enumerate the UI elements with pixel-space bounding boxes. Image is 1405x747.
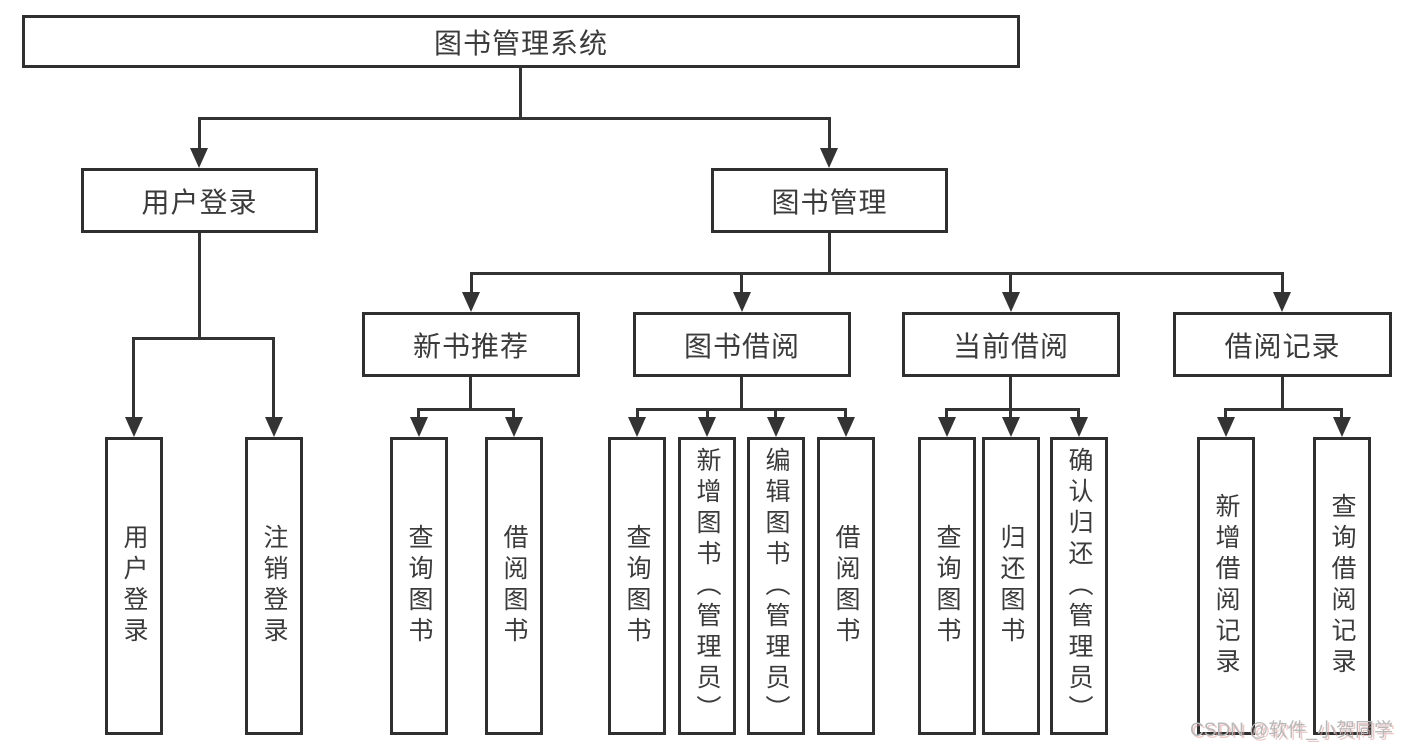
leaf-return-books-label: 归还图书 [997, 524, 1025, 648]
leaf-logout-label: 注销登录 [260, 524, 288, 648]
arrowhead-icon [410, 417, 428, 437]
connector-line [470, 272, 473, 292]
node-root: 图书管理系统 [22, 15, 1020, 68]
arrowhead-icon [462, 292, 480, 312]
leaf-user-login: 用户登录 [105, 437, 163, 735]
leaf-query-books-1: 查询图书 [390, 437, 448, 735]
node-current-borrow-label: 当前借阅 [952, 330, 1069, 362]
leaf-add-books-admin-label: 新增图书（管理员） [693, 446, 721, 726]
node-current-borrow: 当前借阅 [902, 312, 1120, 377]
leaf-borrow-books-2: 借阅图书 [817, 437, 875, 735]
arrowhead-icon [628, 417, 646, 437]
leaf-borrow-books-2-label: 借阅图书 [832, 524, 860, 648]
connector-line [828, 117, 831, 148]
connector-line [198, 233, 201, 340]
arrowhead-icon [938, 417, 956, 437]
connector-line [1009, 408, 1012, 417]
connector-line [1224, 408, 1227, 417]
leaf-query-borrow-record-label: 查询借阅记录 [1328, 493, 1356, 679]
leaf-confirm-return-admin: 确认归还（管理员） [1050, 437, 1108, 735]
node-new-book-recommend-label: 新书推荐 [412, 330, 529, 362]
leaf-add-borrow-record-label: 新增借阅记录 [1212, 493, 1240, 679]
arrowhead-icon [1333, 417, 1351, 437]
leaf-borrow-books-1-label: 借阅图书 [500, 524, 528, 648]
node-book-management-label: 图书管理 [771, 186, 888, 218]
node-user-login: 用户登录 [81, 168, 318, 233]
connector-line [636, 408, 847, 411]
arrowhead-icon [1217, 417, 1235, 437]
leaf-return-books: 归还图书 [982, 437, 1040, 735]
leaf-confirm-return-admin-label: 确认归还（管理员） [1065, 446, 1093, 726]
connector-line [774, 408, 777, 417]
arrowhead-icon [265, 417, 283, 437]
csdn-watermark: CSDN @软件_小贺同学 [1190, 720, 1393, 741]
connector-line [470, 272, 1283, 275]
leaf-user-login-label: 用户登录 [120, 524, 148, 648]
arrowhead-icon [1002, 292, 1020, 312]
leaf-query-books-3-label: 查询图书 [933, 524, 961, 648]
arrowhead-icon [698, 417, 716, 437]
connector-line [519, 66, 522, 119]
connector-line [1224, 408, 1343, 411]
node-book-borrow: 图书借阅 [633, 312, 851, 377]
node-root-label: 图书管理系统 [433, 27, 608, 59]
connector-line [417, 408, 515, 411]
connector-line [945, 408, 948, 417]
leaf-add-borrow-record: 新增借阅记录 [1197, 437, 1255, 735]
leaf-logout: 注销登录 [245, 437, 303, 735]
connector-line [1281, 377, 1284, 411]
connector-line [636, 408, 639, 417]
connector-line [272, 337, 275, 417]
connector-line [945, 408, 1080, 411]
leaf-edit-books-admin: 编辑图书（管理员） [747, 437, 805, 735]
leaf-query-books-3: 查询图书 [918, 437, 976, 735]
arrowhead-icon [1070, 417, 1088, 437]
arrowhead-icon [767, 417, 785, 437]
connector-line [740, 377, 743, 411]
node-book-management: 图书管理 [711, 168, 948, 233]
connector-line [417, 408, 420, 417]
connector-line [1340, 408, 1343, 417]
leaf-query-books-2-label: 查询图书 [623, 524, 651, 648]
connector-line [132, 337, 135, 417]
connector-line [1009, 272, 1012, 292]
connector-line [1077, 408, 1080, 417]
connector-line [1009, 377, 1012, 411]
leaf-add-books-admin: 新增图书（管理员） [678, 437, 736, 735]
connector-line [469, 377, 472, 411]
leaf-query-books-2: 查询图书 [608, 437, 666, 735]
leaf-query-books-1-label: 查询图书 [405, 524, 433, 648]
arrowhead-icon [125, 417, 143, 437]
connector-line [740, 272, 743, 292]
node-borrow-records-label: 借阅记录 [1224, 330, 1341, 362]
connector-line [198, 117, 201, 148]
arrowhead-icon [1273, 292, 1291, 312]
connector-line [844, 408, 847, 417]
arrowhead-icon [837, 417, 855, 437]
arrowhead-icon [1002, 417, 1020, 437]
node-borrow-records: 借阅记录 [1173, 312, 1392, 377]
leaf-query-borrow-record: 查询借阅记录 [1313, 437, 1371, 735]
connector-line [1281, 272, 1284, 292]
connector-line [828, 233, 831, 275]
connector-line [512, 408, 515, 417]
node-new-book-recommend: 新书推荐 [362, 312, 580, 377]
connector-line [132, 337, 275, 340]
arrowhead-icon [820, 148, 838, 168]
arrowhead-icon [505, 417, 523, 437]
arrowhead-icon [733, 292, 751, 312]
connector-line [198, 117, 831, 120]
node-user-login-label: 用户登录 [141, 186, 258, 218]
arrowhead-icon [190, 148, 208, 168]
leaf-edit-books-admin-label: 编辑图书（管理员） [762, 446, 790, 726]
connector-line [706, 408, 709, 417]
node-book-borrow-label: 图书借阅 [683, 330, 800, 362]
leaf-borrow-books-1: 借阅图书 [485, 437, 543, 735]
